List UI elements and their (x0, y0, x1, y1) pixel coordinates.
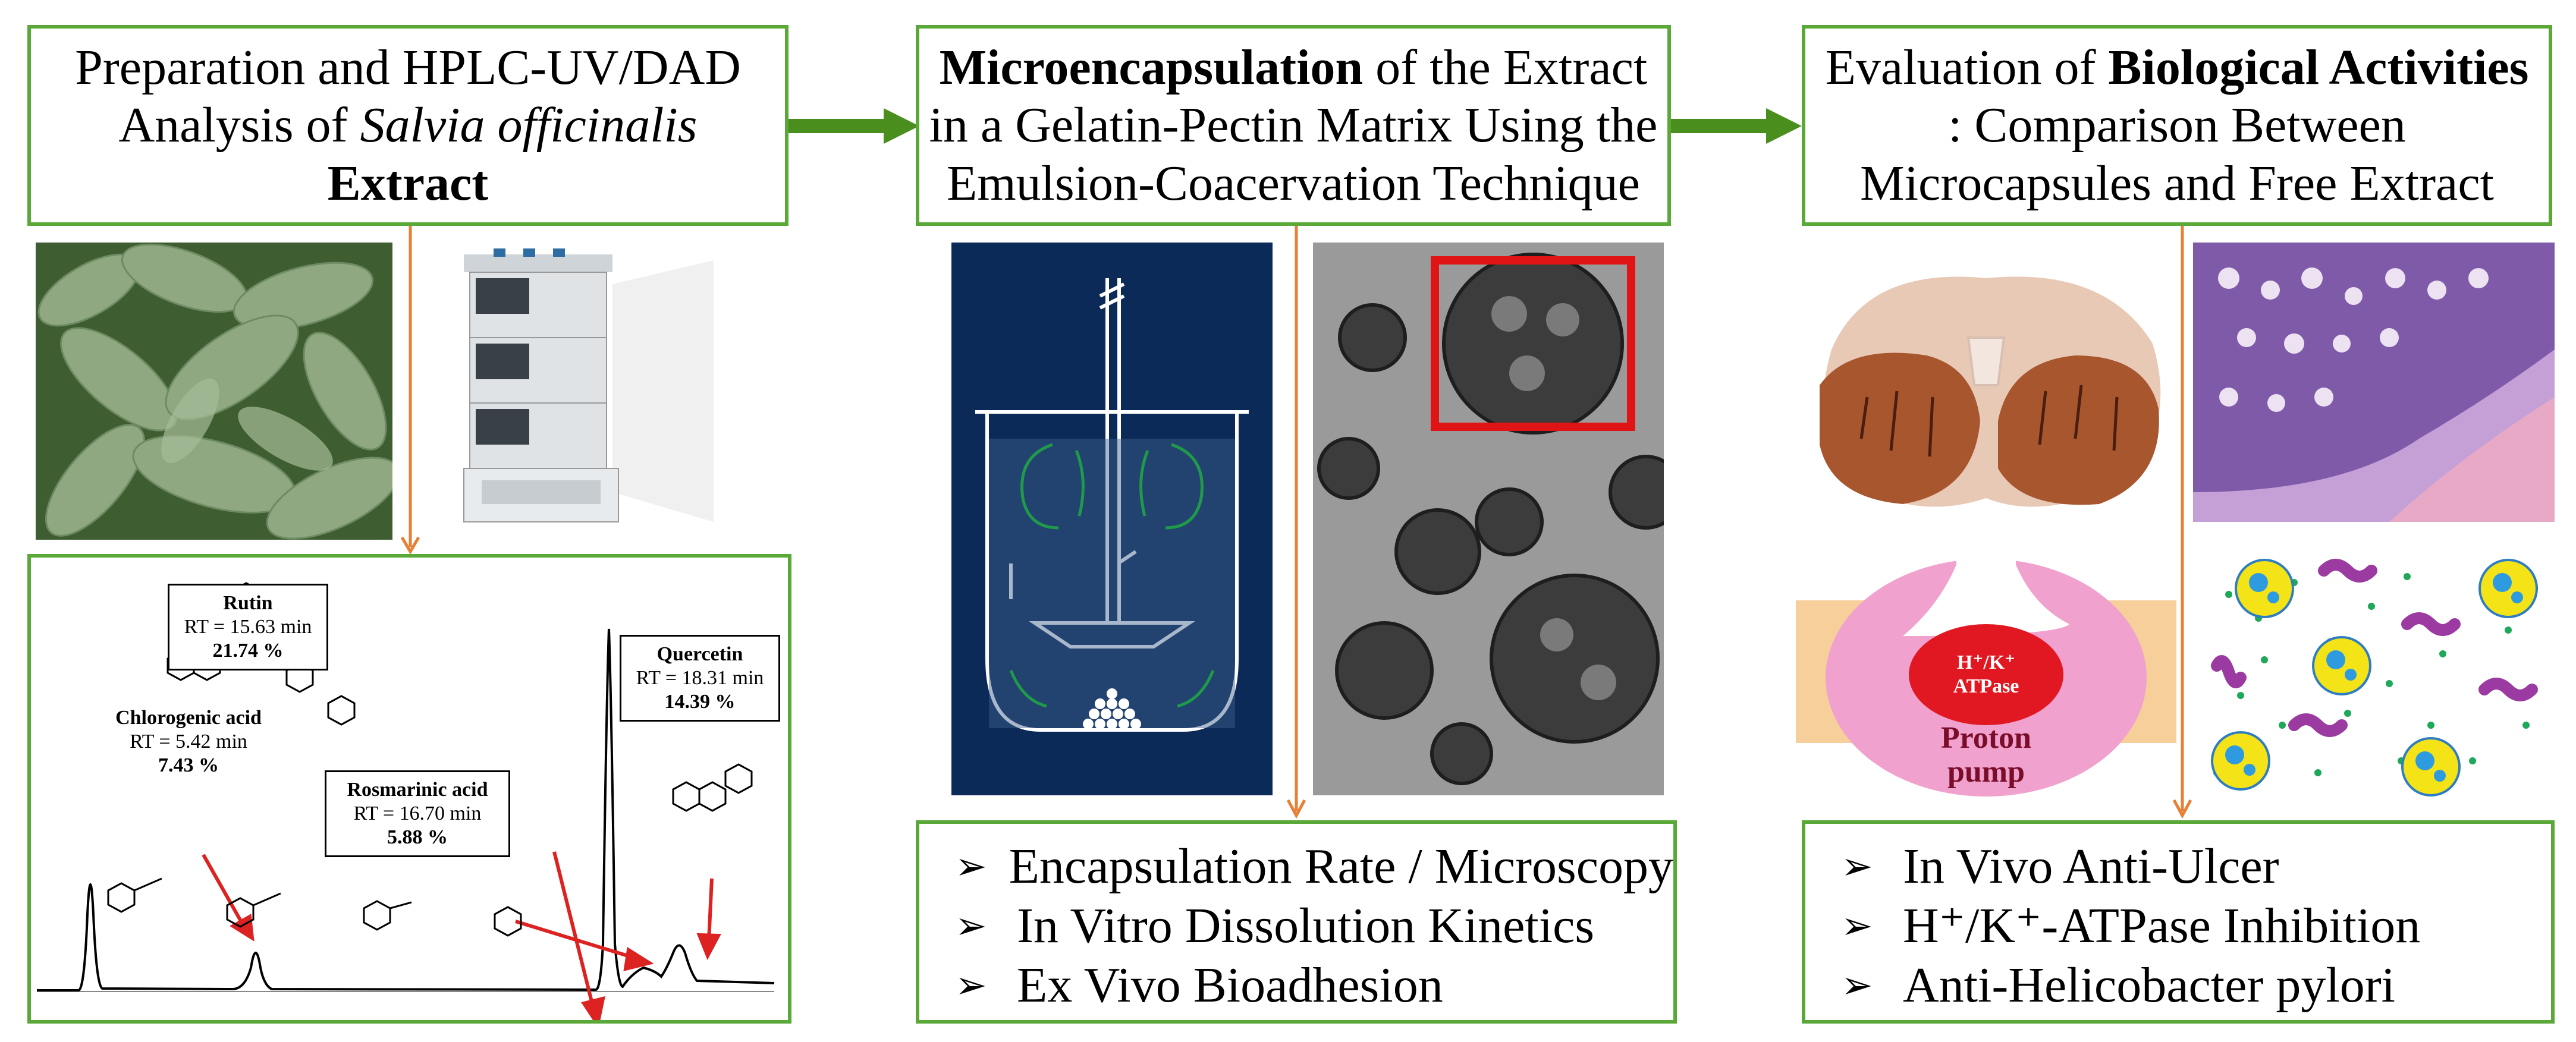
panel2-title-bold: Microencapsulation (939, 39, 1364, 95)
helicobacter-diagram (2193, 535, 2555, 797)
panel3-bullet-1: ➢ In Vivo Anti-Ulcer (1841, 837, 2551, 896)
histology-section-image (2193, 243, 2555, 522)
connector-arrow-2 (1286, 226, 1306, 819)
panel3-title-bold: Biological Activities (2108, 39, 2529, 95)
rutin-label: Rutin RT = 15.63 min 21.74 % (168, 584, 328, 671)
panel1-title-species: Salvia officinalis (360, 97, 698, 153)
panel3-bullet-2: ➢ H⁺/K⁺-ATPase Inhibition (1841, 896, 2551, 956)
pump-enzyme-line1: H⁺/K⁺ (1957, 651, 2015, 673)
flow-arrow-1 (788, 108, 919, 144)
chlorogenic-name: Chlorogenic acid (115, 707, 262, 729)
panel3-bullet-2-text: H⁺/K⁺-ATPase Inhibition (1903, 898, 2421, 953)
sage-plant-photo (36, 243, 392, 540)
quercetin-name: Quercetin (656, 643, 743, 665)
panel2-title-line1-rest: of the Extract (1363, 39, 1648, 95)
panel1-title-line2-prefix: Analysis of (118, 97, 360, 153)
panel3-bullet-3: ➢ Anti-Helicobacter pylori (1841, 956, 2551, 1015)
panel2-bullet-2: ➢ In Vitro Dissolution Kinetics (955, 896, 1673, 956)
rosmarinic-label: Rosmarinic acid RT = 16.70 min 5.88 % (325, 770, 510, 858)
panel2-results-box: ➢ Encapsulation Rate / Microscopy ➢ In Vit… (916, 820, 1677, 1024)
rosmarinic-percent: 5.88 % (387, 826, 448, 849)
panel2-title-line2: in a Gelatin-Pectin Matrix Using the (929, 97, 1658, 153)
bullet-arrow-icon: ➢ (955, 963, 987, 1008)
pump-label-line2: pump (1947, 755, 2025, 789)
bullet-arrow-icon: ➢ (1841, 963, 1873, 1008)
connector-arrow-1 (400, 226, 420, 555)
pump-label-line1: Proton (1941, 721, 2031, 755)
panel3-bullet-1-text: In Vivo Anti-Ulcer (1903, 839, 2279, 894)
panel3-title-line3: Microcapsules and Free Extract (1860, 155, 2494, 211)
chlorogenic-percent: 7.43 % (158, 754, 219, 777)
panel3-bullet-3-text: Anti-Helicobacter pylori (1903, 957, 2396, 1013)
panel1-title-line3: Extract (327, 155, 489, 211)
bullet-arrow-icon: ➢ (955, 844, 987, 889)
panel2-title-box: Microencapsulation of the Extract in a G… (916, 25, 1671, 226)
rutin-percent: 21.74 % (212, 640, 284, 662)
quercetin-percent: 14.39 % (664, 691, 736, 713)
connector-arrow-3 (2172, 226, 2192, 819)
chlorogenic-rt: RT = 5.42 min (130, 731, 247, 753)
bullet-arrow-icon: ➢ (1841, 844, 1873, 889)
panel3-title-prefix: Evaluation of (1825, 39, 2109, 95)
bullet-arrow-icon: ➢ (955, 904, 987, 948)
panel3-results-box: ➢ In Vivo Anti-Ulcer ➢ H⁺/K⁺-ATPase Inhibi… (1802, 820, 2555, 1024)
quercetin-rt: RT = 18.31 min (636, 667, 764, 690)
microcapsule-microscopy-image (1313, 243, 1664, 795)
chromatogram-panel: Rutin RT = 15.63 min 21.74 % Chlorogenic… (27, 554, 791, 1024)
rosmarinic-rt: RT = 16.70 min (353, 802, 482, 825)
hplc-instrument-image (463, 248, 714, 522)
rutin-name: Rutin (223, 592, 273, 614)
bullet-arrow-icon: ➢ (1841, 904, 1873, 948)
panel2-bullet-1: ➢ Encapsulation Rate / Microscopy (955, 837, 1673, 896)
chlorogenic-label: Chlorogenic acid RT = 5.42 min 7.43 % (90, 706, 287, 777)
flow-arrow-2 (1671, 108, 1802, 144)
stomach-tissue-photo (1796, 243, 2176, 522)
panel1-title-box: Preparation and HPLC-UV/DAD Analysis of … (27, 25, 788, 226)
quercetin-label: Quercetin RT = 18.31 min 14.39 % (620, 635, 780, 722)
panel2-bullet-2-text: In Vitro Dissolution Kinetics (1017, 898, 1595, 953)
rosmarinic-name: Rosmarinic acid (347, 779, 488, 801)
rutin-rt: RT = 15.63 min (184, 616, 312, 638)
panel3-title-box: Evaluation of Biological Activities : Co… (1802, 25, 2552, 226)
pump-enzyme-line2: ATPase (1953, 675, 2019, 697)
panel2-bullet-1-text: Encapsulation Rate / Microscopy (1009, 839, 1673, 894)
panel2-bullet-3: ➢ Ex Vivo Bioadhesion (955, 956, 1673, 1015)
panel2-title-line3: Emulsion-Coacervation Technique (947, 155, 1640, 211)
panel3-title-line2: : Comparison Between (1948, 97, 2406, 153)
coacervation-reactor-diagram (951, 243, 1273, 795)
panel1-title-line1: Preparation and HPLC-UV/DAD (75, 39, 741, 95)
panel2-bullet-3-text: Ex Vivo Bioadhesion (1017, 957, 1443, 1013)
proton-pump-diagram: H⁺/K⁺ ATPase Proton pump (1796, 541, 2176, 797)
